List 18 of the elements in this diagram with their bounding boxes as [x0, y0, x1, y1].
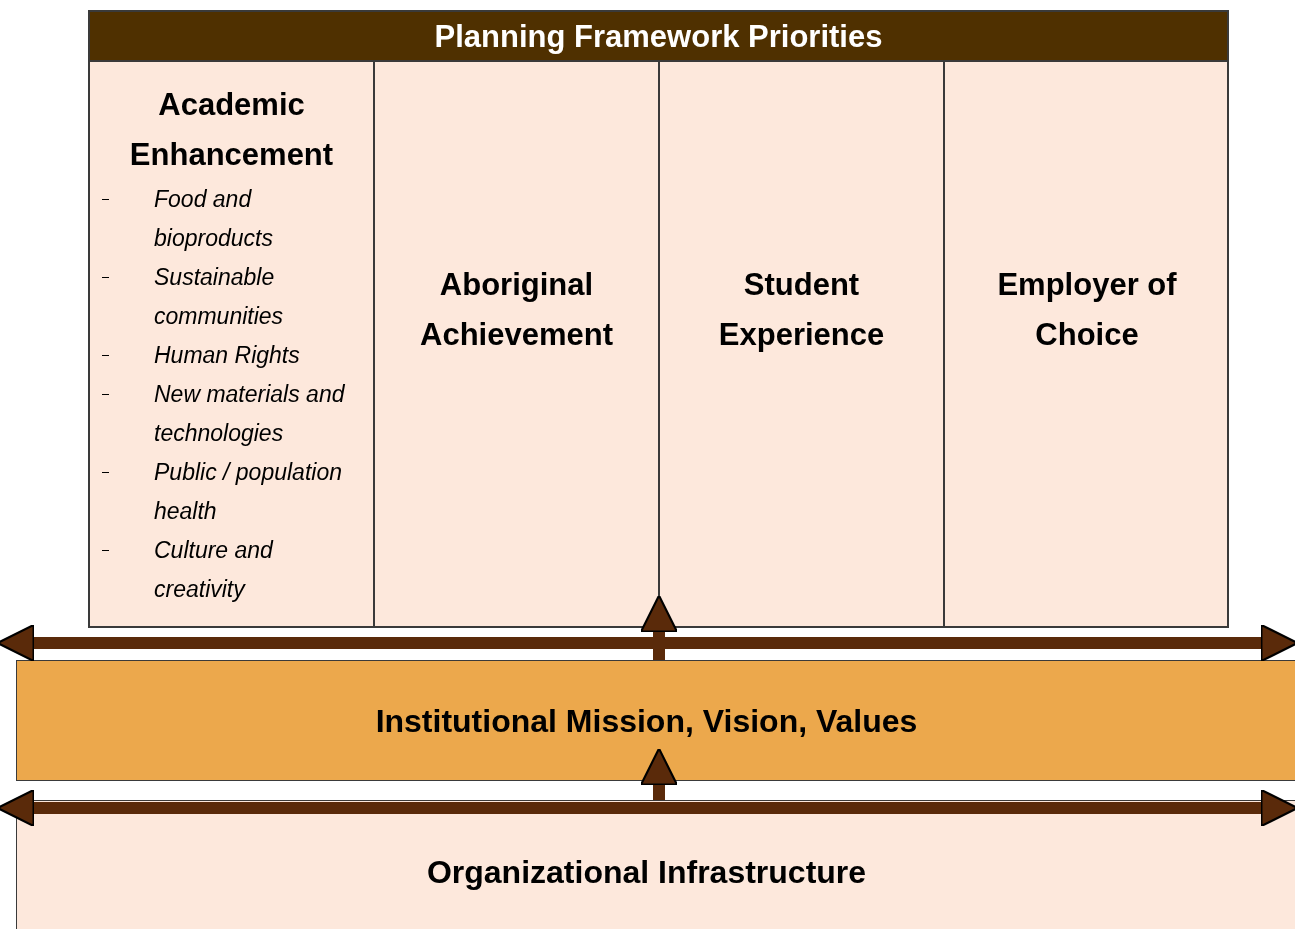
list-item: Food and bioproducts [154, 180, 369, 258]
layer-band [16, 800, 1295, 929]
priorities-table [88, 10, 1229, 628]
column-heading: Aboriginal Achievement [419, 266, 614, 354]
list-item: Human Rights [154, 336, 369, 375]
list-item: Sustainable communities [154, 258, 369, 336]
up-arrow [639, 594, 679, 660]
column-heading: Academic Enhancement [128, 86, 335, 174]
up-arrow [639, 747, 679, 800]
band-title: Organizational Infrastructure [426, 853, 867, 892]
layer-band [16, 660, 1295, 781]
column-heading: Student Experience [717, 266, 886, 354]
band-title: Institutional Mission, Vision, Values [375, 701, 918, 741]
table-header: Planning Framework Priorities [90, 12, 1227, 62]
list-item: New materials and technologies [154, 375, 369, 453]
list-item: Public / population health [154, 453, 369, 531]
list-item: Culture and creativity [154, 531, 369, 609]
column-heading: Employer of Choice [996, 266, 1178, 354]
